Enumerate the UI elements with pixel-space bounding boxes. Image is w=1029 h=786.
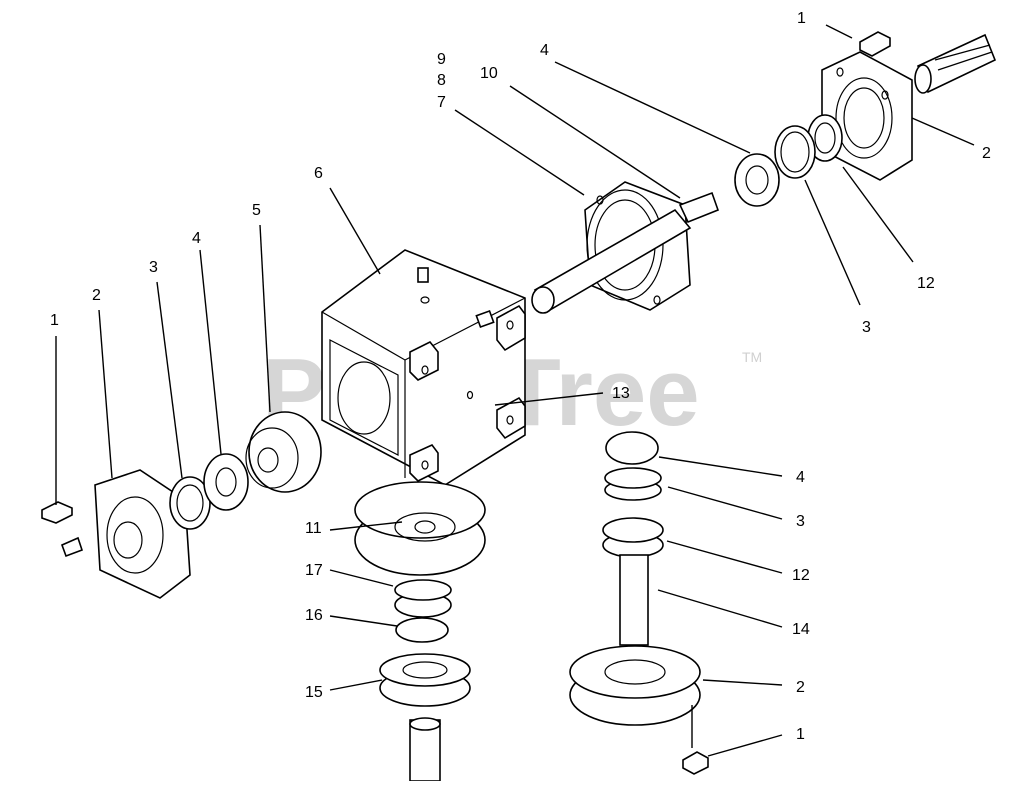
callout-2-left: 2: [92, 287, 101, 304]
leader-lines: [55, 24, 975, 757]
spline-shaft: [914, 33, 997, 94]
callout-11: 11: [305, 520, 322, 537]
callout-1-left: 1: [50, 312, 59, 329]
gearbox-housing: [321, 249, 526, 486]
callout-5: 5: [252, 202, 261, 219]
callout-labels: 1 2 12 3 4 10 9 8 7 6 5 4 3 2 1 13 11 17…: [50, 10, 991, 743]
bearing-cap-left: [94, 469, 191, 599]
roller-bearing-right: [605, 431, 659, 465]
callout-2-right: 2: [796, 679, 805, 696]
callout-10: 10: [480, 65, 498, 82]
bolt-left: [41, 501, 73, 524]
callout-4-right: 4: [796, 469, 805, 486]
bearing-race-right: [604, 467, 662, 501]
roller-bearing-top: [734, 153, 780, 207]
bearing-cap-top: [821, 51, 913, 181]
callout-3-right: 3: [796, 513, 805, 530]
roller-bearing-left: [203, 453, 249, 511]
callout-2-top: 2: [982, 145, 991, 162]
shaft-right: [619, 554, 649, 646]
callout-12-top: 12: [917, 275, 935, 292]
input-shaft-assembly: [531, 181, 720, 314]
seal-top: [807, 114, 843, 162]
callout-1-top: 1: [797, 10, 806, 27]
bearing-race-left: [169, 476, 211, 530]
gear-left: [245, 411, 322, 493]
seal-right: [602, 517, 664, 558]
bearing-race-17: [394, 579, 452, 618]
roller-bearing-16: [395, 617, 449, 643]
vent-plug: [475, 309, 495, 329]
callout-8: 8: [437, 72, 446, 89]
seal-housing-15: [379, 653, 471, 707]
callout-9: 9: [437, 51, 446, 68]
watermark-tm: TM: [742, 349, 762, 365]
callout-14: 14: [792, 621, 810, 638]
callout-1-bottom: 1: [796, 726, 805, 743]
bolt-top: [859, 31, 891, 57]
callout-16: 16: [305, 607, 323, 624]
bolt-bottom: [682, 751, 709, 775]
callout-12-right: 12: [792, 567, 810, 584]
lower-flange: [354, 481, 486, 576]
callout-3-left: 3: [149, 259, 158, 276]
key-left: [60, 536, 84, 558]
output-shaft-bottom: [409, 717, 441, 782]
callout-17: 17: [305, 562, 323, 579]
callout-3-top: 3: [862, 319, 871, 336]
callout-4-top: 4: [540, 42, 549, 59]
callout-13: 13: [612, 385, 630, 402]
bearing-race-top: [774, 125, 816, 179]
callout-15: 15: [305, 684, 323, 701]
bearing-cap-right: [569, 645, 701, 726]
callout-7: 7: [437, 94, 446, 111]
callout-4-left: 4: [192, 230, 201, 247]
callout-6: 6: [314, 165, 323, 182]
